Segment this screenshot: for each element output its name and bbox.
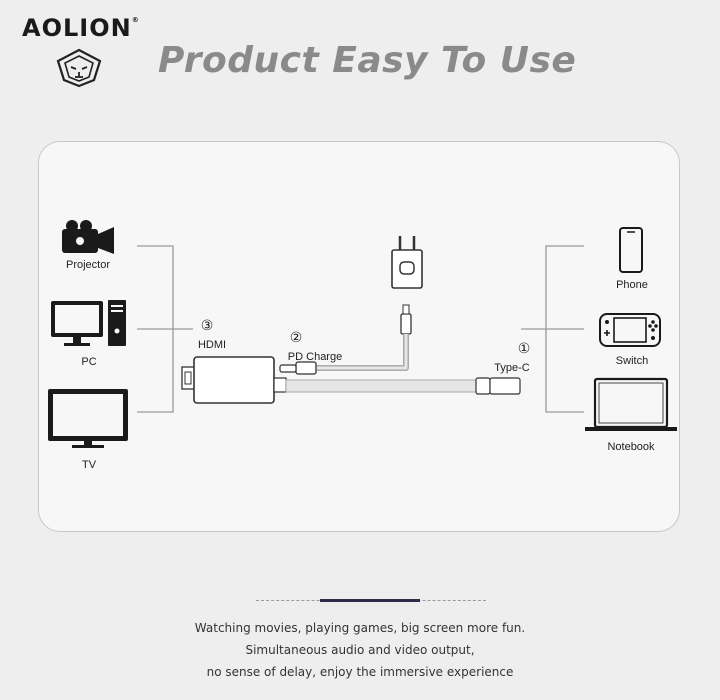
- lion-logo-icon: [56, 48, 102, 88]
- device-label-notebook: Notebook: [607, 441, 655, 453]
- device-label-pc: PC: [81, 356, 97, 368]
- device-label-switch: Switch: [615, 355, 649, 367]
- caption-divider-accent: [320, 599, 420, 602]
- switch-icon: [599, 313, 661, 347]
- port-number-typec: ①: [517, 341, 531, 357]
- pc-icon: [51, 300, 126, 346]
- charger-cable: [314, 304, 412, 371]
- registered-mark: ®: [131, 16, 140, 24]
- pd-charge-connector: [279, 361, 317, 375]
- notebook-icon: [585, 377, 677, 431]
- diagram-panel: [38, 141, 680, 532]
- page-headline: Product Easy To Use: [158, 40, 577, 81]
- caption-line-1: Watching movies, playing games, big scre…: [194, 621, 526, 635]
- tv-icon: [48, 389, 128, 448]
- type-c-cable: [285, 377, 521, 395]
- port-label-hdmi: HDMI: [197, 339, 227, 351]
- phone-icon: [619, 227, 643, 273]
- port-number-hdmi: ③: [200, 318, 214, 334]
- port-number-pd: ②: [289, 330, 303, 346]
- projector-icon: [62, 220, 114, 254]
- device-label-phone: Phone: [616, 279, 648, 291]
- caption-line-3: no sense of delay, enjoy the immersive e…: [206, 665, 514, 679]
- brand-name: AOLION: [22, 14, 132, 42]
- right-bracket: [521, 245, 584, 413]
- power-adapter-icon: [391, 236, 423, 289]
- port-label-typec: Type-C: [494, 362, 530, 374]
- device-label-projector: Projector: [65, 259, 111, 271]
- hdmi-adapter: [181, 356, 287, 404]
- port-label-pd: PD Charge: [287, 351, 343, 363]
- device-label-tv: TV: [81, 459, 97, 471]
- brand-logo: AOLION®: [22, 14, 140, 42]
- caption-line-2: Simultaneous audio and video output,: [245, 643, 475, 657]
- left-bracket: [137, 245, 193, 413]
